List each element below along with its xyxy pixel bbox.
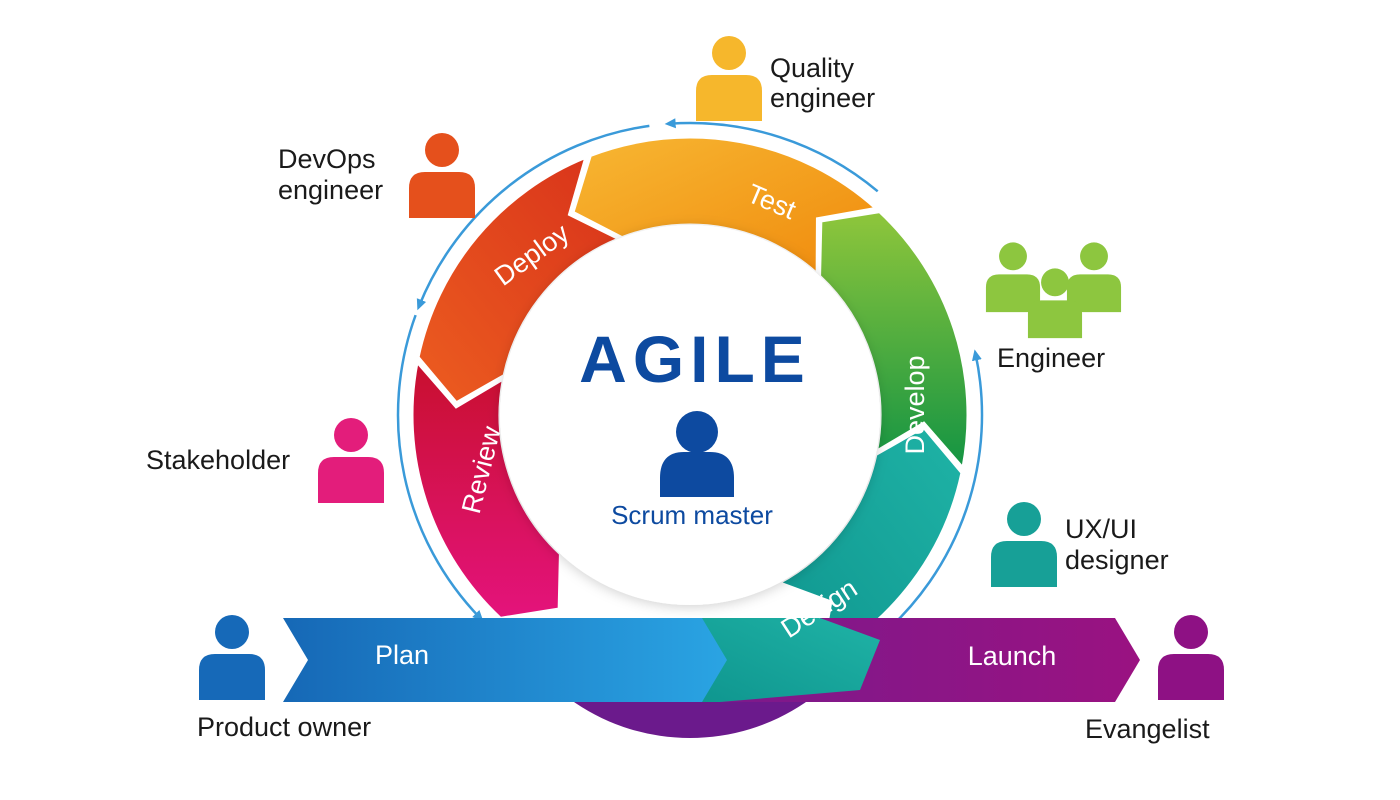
engineer-label: Engineer — [997, 343, 1105, 373]
devops-engineer-label-line2: engineer — [278, 175, 383, 205]
engineer-icon-right — [1066, 242, 1122, 313]
agile-title: AGILE — [579, 322, 811, 396]
cycle-arrow-to-develop — [876, 349, 984, 640]
quality-engineer-icon — [696, 36, 762, 121]
devops-engineer-label-line1: DevOps — [278, 144, 376, 174]
evangelist-label: Evangelist — [1085, 714, 1210, 744]
cycle-arrow-to-review — [396, 314, 484, 622]
engineer-icon-left — [985, 242, 1041, 313]
plan-band — [283, 618, 727, 702]
cycle-arrow-to-deploy — [416, 124, 650, 311]
scrum-master-label: Scrum master — [611, 500, 773, 530]
design-segment-tail — [700, 618, 880, 702]
product-owner-icon — [199, 615, 265, 700]
quality-engineer-label-line2: engineer — [770, 83, 875, 113]
plan-label: Plan — [375, 640, 429, 670]
evangelist-icon — [1158, 615, 1224, 700]
launch-label: Launch — [968, 641, 1057, 671]
scrum-master-icon — [660, 411, 734, 497]
quality-engineer-label-line1: Quality — [770, 53, 855, 83]
role-icons — [199, 36, 1224, 700]
stakeholder-label: Stakeholder — [146, 445, 290, 475]
ux-ui-designer-label-line2: designer — [1065, 545, 1169, 575]
engineer-icon-center — [1027, 268, 1083, 339]
ux-ui-designer-label-line1: UX/UI — [1065, 514, 1137, 544]
stakeholder-icon — [318, 418, 384, 503]
ux-ui-designer-icon — [991, 502, 1057, 587]
develop-label: Develop — [900, 355, 930, 454]
devops-engineer-icon — [409, 133, 475, 218]
cycle-arrow-to-test — [664, 118, 879, 193]
product-owner-label: Product owner — [197, 712, 371, 742]
